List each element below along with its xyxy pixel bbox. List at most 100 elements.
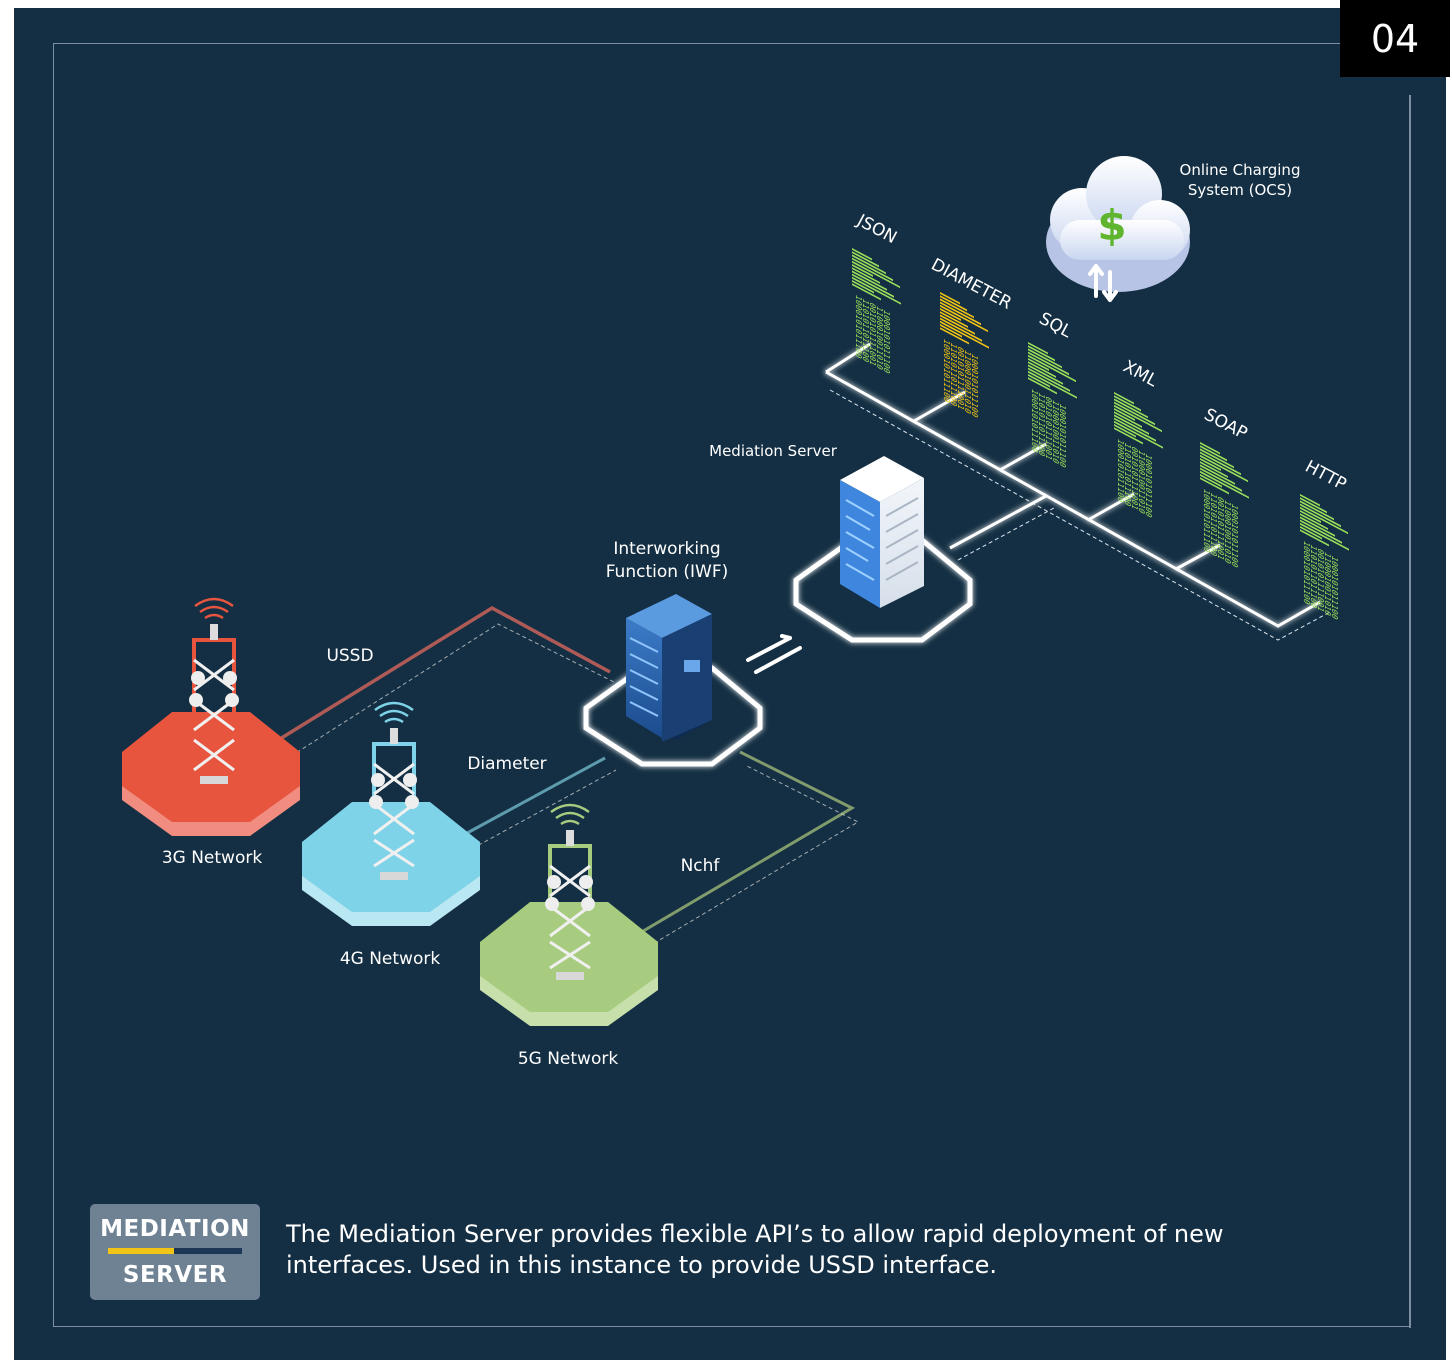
binary-line: 1101011011100 xyxy=(1208,490,1217,557)
binary-line: 0010101111001 xyxy=(867,300,876,367)
code-bar xyxy=(852,273,894,298)
code-bar xyxy=(940,292,960,305)
code-blocks: 1000101011100110101101110000101011110011… xyxy=(852,248,1349,621)
protocol-xml: XML xyxy=(1120,357,1161,392)
code-bar xyxy=(940,314,975,335)
code-bar xyxy=(940,320,989,349)
code-bar xyxy=(852,251,879,268)
code-bar xyxy=(1200,445,1227,462)
code-bar xyxy=(1200,477,1229,495)
code-bar xyxy=(852,260,900,289)
code-bar xyxy=(1114,411,1142,428)
exchange-arrows-icon xyxy=(746,634,802,674)
code-bar xyxy=(940,327,969,345)
binary-line: 0010101111001 xyxy=(1215,494,1224,561)
code-bar xyxy=(1114,398,1148,419)
binary-line: 0010101111001 xyxy=(1315,546,1324,613)
binary-line: 1100010011010 xyxy=(874,304,883,371)
protocol-json: JSON xyxy=(853,210,900,248)
tower-4g xyxy=(369,701,419,880)
code-block-http: 1000101011100110101101110000101011110011… xyxy=(1300,494,1349,621)
code-bar xyxy=(1028,370,1077,399)
description-text: The Mediation Server provides flexible A… xyxy=(286,1220,1224,1279)
code-bar xyxy=(852,257,893,282)
code-bar xyxy=(1200,451,1241,476)
ussd-link xyxy=(274,605,619,761)
code-bar xyxy=(1114,414,1149,435)
code-bar xyxy=(852,254,886,275)
badge-line2: SERVER xyxy=(122,1262,228,1288)
binary-line: 1000101011100 xyxy=(881,308,890,375)
code-block-soap: 1000101011100110101101110000101011110011… xyxy=(1200,442,1249,569)
binary-line: 1100010011010 xyxy=(1222,498,1231,565)
mediation-server-badge: MEDIATION SERVER xyxy=(90,1204,260,1300)
code-bar xyxy=(1028,345,1055,362)
code-bar xyxy=(1028,367,1070,392)
code-bar xyxy=(852,276,901,305)
ocs-label: Online Charging System (OCS) xyxy=(1179,161,1301,199)
protocol-bus xyxy=(825,342,1331,641)
binary-line: 0010101111001 xyxy=(955,344,964,411)
code-bar xyxy=(852,264,873,277)
binary-line: 1000101011100 xyxy=(1057,402,1066,469)
code-bar xyxy=(1300,516,1335,537)
code-bar xyxy=(1300,503,1341,528)
code-bar xyxy=(940,301,981,326)
code-bar xyxy=(940,324,962,338)
protocol-soap: SOAP xyxy=(1201,405,1251,444)
code-bar xyxy=(1114,392,1134,405)
page-frame-right xyxy=(1409,95,1411,1328)
code-bar xyxy=(1028,351,1069,376)
code-bar xyxy=(852,280,874,294)
binary-line: 1100010011010 xyxy=(962,348,971,415)
mediation-server-icon xyxy=(840,456,924,608)
code-bar xyxy=(940,295,967,312)
code-bar xyxy=(1200,458,1221,471)
tower-5g xyxy=(545,803,595,980)
ussd-label: USSD xyxy=(326,646,374,666)
code-bar xyxy=(1028,354,1076,383)
code-bar xyxy=(1200,470,1249,499)
code-bar xyxy=(852,270,887,291)
binary-line: 1100010011010 xyxy=(1322,550,1331,617)
binary-line: 0010101111001 xyxy=(1043,394,1052,461)
binary-line: 1000101011100 xyxy=(853,293,862,360)
code-bar xyxy=(1300,497,1327,514)
code-bar xyxy=(1200,454,1248,483)
code-bar xyxy=(940,308,961,321)
binary-line: 1000101011100 xyxy=(1115,437,1124,504)
code-bar xyxy=(1200,448,1234,469)
code-bar xyxy=(1114,417,1156,442)
iwf-label: Interworking Function (IWF) xyxy=(605,539,729,582)
nchf-link xyxy=(627,750,860,955)
network-3g-label: 3G Network xyxy=(161,848,263,868)
ocs-arrows-icon xyxy=(1088,264,1118,302)
code-bar xyxy=(1200,442,1220,455)
code-bar xyxy=(1114,395,1141,412)
binary-line: 1000101011100 xyxy=(1201,487,1210,554)
binary-line: 1101011011100 xyxy=(860,296,869,363)
code-bar xyxy=(1028,374,1050,388)
code-bar xyxy=(1300,522,1349,551)
code-bar xyxy=(1300,519,1342,544)
code-bar xyxy=(852,283,881,301)
code-bar xyxy=(852,248,872,261)
binary-line: 1000101011100 xyxy=(1229,502,1238,569)
code-bar xyxy=(852,267,880,284)
code-block-xml: 1000101011100110101101110000101011110011… xyxy=(1114,392,1163,519)
code-bar xyxy=(1028,358,1049,371)
code-bar xyxy=(1028,348,1062,369)
code-bar xyxy=(1300,500,1334,521)
code-bar xyxy=(940,298,974,319)
code-bar xyxy=(1300,529,1329,547)
binary-line: 1000101011100 xyxy=(941,337,950,404)
network-4g-label: 4G Network xyxy=(339,949,441,969)
svg-text:$: $ xyxy=(1097,201,1126,250)
network-5g-label: 5G Network xyxy=(517,1049,619,1069)
binary-line: 1100010011010 xyxy=(1136,448,1145,515)
code-bar xyxy=(1200,461,1228,478)
protocol-sql: SQL xyxy=(1036,309,1076,343)
binary-line: 1000101011100 xyxy=(1143,452,1152,519)
binary-line: 1100010011010 xyxy=(1050,398,1059,465)
